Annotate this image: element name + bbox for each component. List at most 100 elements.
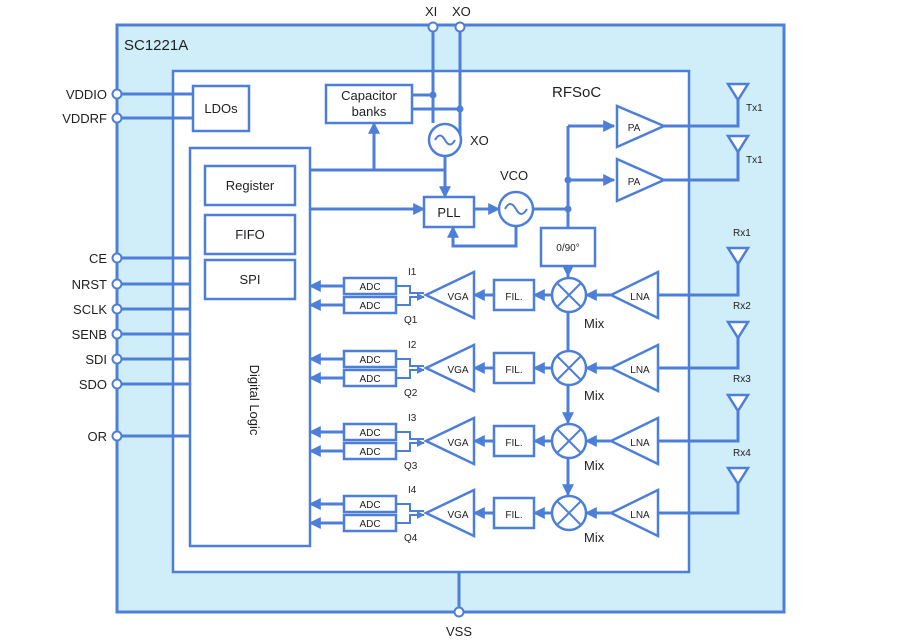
svg-text:banks: banks [352,104,387,119]
rx-antenna-2: Rx2 [725,301,751,341]
svg-text:I3: I3 [408,413,417,424]
svg-text:FIFO: FIFO [235,227,265,242]
svg-text:Tx1: Tx1 [746,103,763,114]
capacitor-banks: Capacitor banks [324,83,414,125]
svg-text:I2: I2 [408,340,417,351]
svg-text:NRST: NRST [72,277,107,292]
svg-text:LNA: LNA [630,438,650,449]
filter-1: FIL. [492,278,536,312]
svg-text:Rx4: Rx4 [733,448,751,459]
pa-2: PA [615,157,668,203]
tx-antenna-1: Tx1 [725,82,763,114]
svg-text:FIL.: FIL. [505,510,522,521]
svg-text:Mix: Mix [584,316,605,331]
svg-text:ADC: ADC [359,428,380,439]
svg-text:Q4: Q4 [404,533,418,544]
svg-text:VCO: VCO [500,168,528,183]
chip-name: SC1221A [124,37,188,54]
rfsoc-name: RFSoC [552,84,601,101]
svg-text:XO: XO [470,133,489,148]
adc-q-3: ADC [342,441,398,461]
svg-text:PLL: PLL [437,205,460,220]
filter-3: FIL. [492,424,536,458]
pin-nrst: NRST [72,277,190,292]
adc-i-4: ADC [342,494,398,514]
svg-text:PA: PA [628,177,641,188]
svg-text:Q3: Q3 [404,461,418,472]
svg-text:SDO: SDO [79,377,107,392]
svg-text:ADC: ADC [359,355,380,366]
svg-text:SENB: SENB [72,327,107,342]
pin-vddio: VDDIO [66,87,193,102]
svg-text:Q2: Q2 [404,388,418,399]
svg-text:SCLK: SCLK [73,302,107,317]
svg-text:VDDRF: VDDRF [62,111,107,126]
phase-shifter: 0/90° [539,226,597,268]
mixer-2: Mix [550,349,605,403]
svg-text:VGA: VGA [447,292,468,303]
svg-text:ADC: ADC [359,301,380,312]
pin-sclk: SCLK [73,302,190,317]
svg-text:FIL.: FIL. [505,365,522,376]
spi-block: SPI [203,258,297,301]
rx-antenna-1: Rx1 [725,228,751,267]
svg-text:I4: I4 [408,485,417,496]
pin-senb: SENB [72,327,190,342]
svg-text:Rx1: Rx1 [733,228,751,239]
svg-text:LNA: LNA [630,292,650,303]
svg-text:Mix: Mix [584,388,605,403]
rx-antenna-4: Rx4 [725,448,751,487]
svg-text:ADC: ADC [359,282,380,293]
svg-text:PA: PA [628,123,641,134]
svg-text:Capacitor: Capacitor [341,88,397,103]
rx-chain-3: ADC ADC I3 Q3 VGA FIL. Mix LNA Rx3 [308,374,751,473]
svg-text:Q1: Q1 [404,315,418,326]
pa-1: PA [615,104,668,149]
svg-text:FIL.: FIL. [505,292,522,303]
svg-text:VGA: VGA [447,438,468,449]
svg-text:ADC: ADC [359,447,380,458]
svg-text:Tx1: Tx1 [746,155,763,166]
pin-sdi: SDI [85,352,190,367]
pin-or: OR [88,429,190,444]
svg-text:LNA: LNA [630,365,650,376]
rx-chain-4: ADC ADC I4 Q4 VGA FIL. Mix LNA Rx4 [308,448,751,545]
digital-logic: Digital Logic [188,146,312,548]
svg-text:ADC: ADC [359,519,380,530]
pin-xi: XI [425,4,439,95]
filter-2: FIL. [492,351,536,385]
svg-text:FIL.: FIL. [505,438,522,449]
svg-text:Digital Logic: Digital Logic [247,365,262,436]
svg-text:VDDIO: VDDIO [66,87,107,102]
svg-text:Mix: Mix [584,530,605,545]
svg-text:LDOs: LDOs [204,101,238,116]
svg-text:VSS: VSS [446,624,472,639]
adc-i-1: ADC [342,276,398,296]
tx-antenna-2: Tx1 [725,134,763,166]
pll: PLL [422,195,476,229]
svg-text:VGA: VGA [447,510,468,521]
svg-text:XI: XI [425,4,437,19]
register-block: Register [203,164,297,207]
svg-text:Rx3: Rx3 [733,374,751,385]
vco: VCO [497,168,535,228]
svg-text:ADC: ADC [359,500,380,511]
svg-text:CE: CE [89,251,107,266]
pin-vss: VSS [446,572,472,639]
rx-chain-1: ADC ADC I1 Q1 VGA FIL. Mix LNA Rx1 [308,228,751,331]
rx-chain-2: ADC ADC I2 Q2 VGA FIL. Mix LNA Rx2 [308,301,751,403]
mixer-1: Mix [550,276,605,331]
adc-q-1: ADC [342,295,398,315]
adc-q-2: ADC [342,368,398,388]
svg-text:SPI: SPI [240,272,261,287]
pin-sdo: SDO [79,377,190,392]
svg-text:I1: I1 [408,267,417,278]
pin-ce: CE [89,251,190,266]
svg-text:LNA: LNA [630,510,650,521]
svg-text:VGA: VGA [447,365,468,376]
svg-text:0/90°: 0/90° [556,243,579,254]
ldos-block: LDOs [191,84,251,133]
svg-text:Rx2: Rx2 [733,301,751,312]
svg-text:SDI: SDI [85,352,107,367]
